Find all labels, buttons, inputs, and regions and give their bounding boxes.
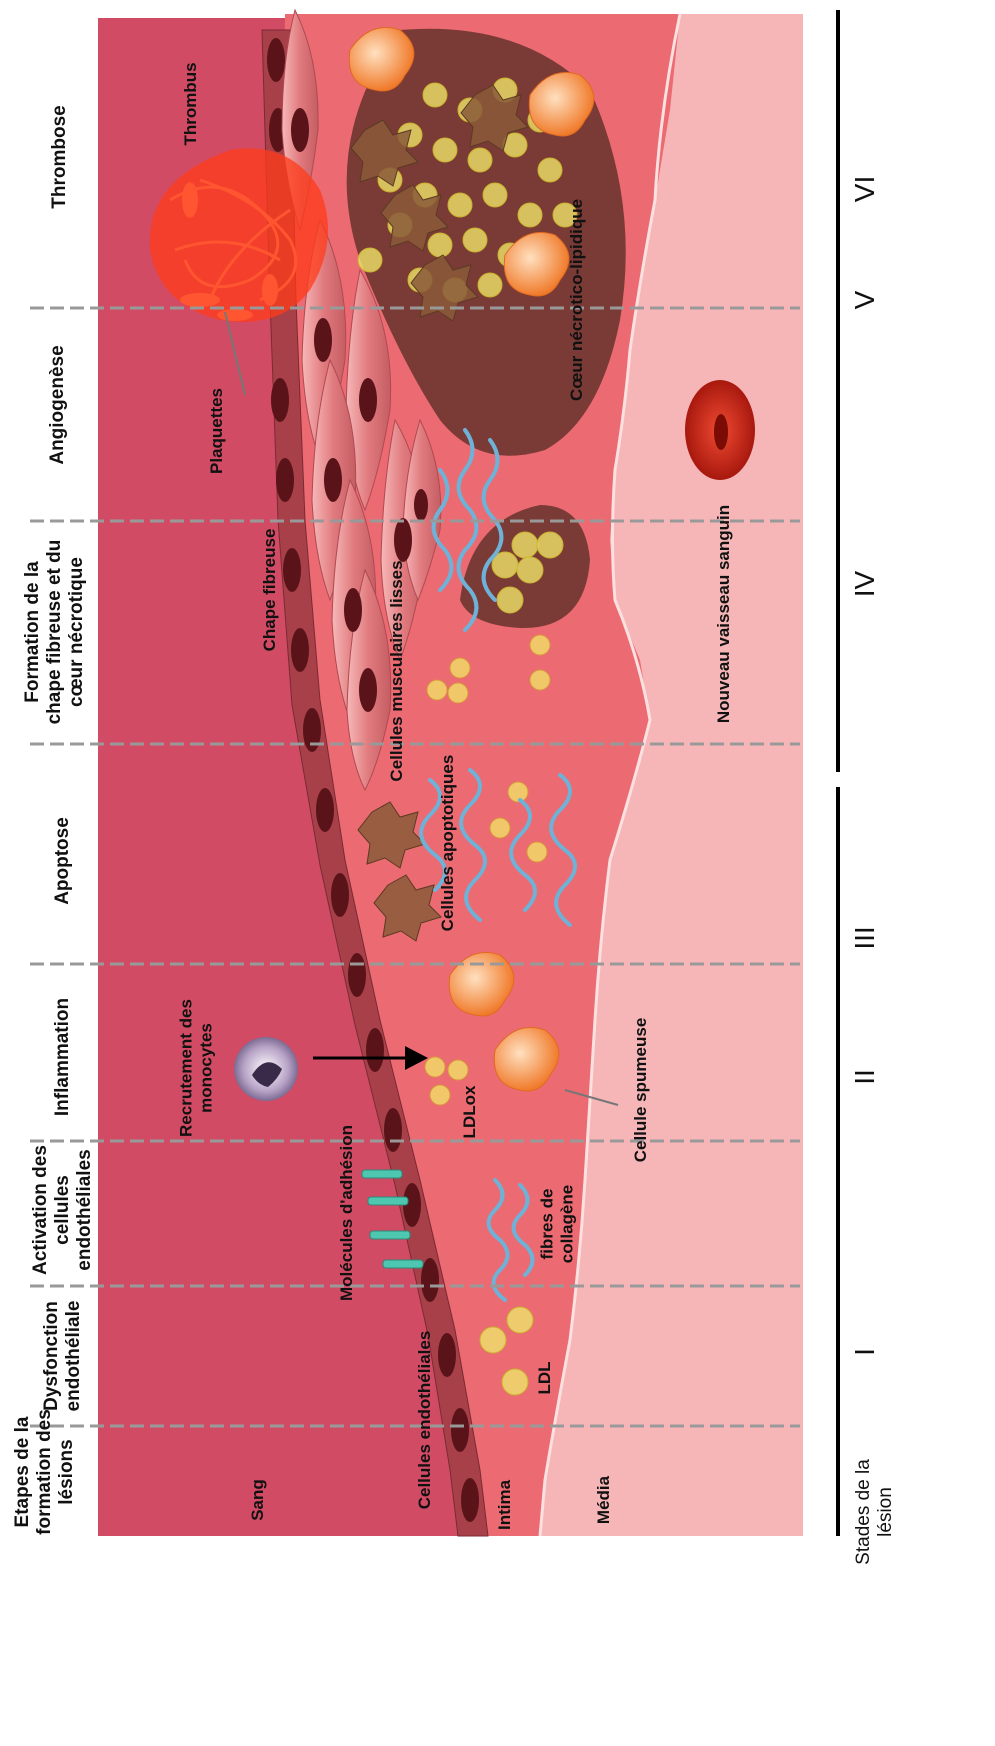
stage-label-angiogenese: Angiogenèse [47, 345, 69, 464]
new-blood-vessel-lumen [714, 414, 728, 450]
roman-v: V [849, 291, 881, 310]
roman-i: I [849, 1348, 881, 1356]
label-recrutement-monocytes: Recrutement des monocytes [176, 983, 215, 1153]
layer-label-intima: Intima [495, 1480, 515, 1530]
label-plaquettes: Plaquettes [207, 388, 227, 474]
label-chape-fibreuse: Chape fibreuse [260, 529, 280, 652]
stage-label-thrombose: Thrombose [49, 105, 71, 208]
layer-label-sang: Sang [248, 1479, 268, 1521]
label-cellules-musculaires: Cellules musculaires lisses [387, 560, 407, 781]
label-molecules-adhesion: Molécules d'adhésion [337, 1125, 357, 1301]
stage-label-apoptose: Apoptose [52, 817, 74, 905]
layer-label-media: Média [594, 1476, 614, 1524]
label-nouveau-vaisseau: Nouveau vaisseau sanguin [714, 505, 734, 723]
label-cellule-spumeuse: Cellule spumeuse [631, 1018, 651, 1163]
stades-header: Stades de la lésion [853, 1447, 897, 1577]
roman-vi: VI [849, 176, 881, 202]
roman-iii: III [849, 926, 881, 949]
label-ldl: LDL [535, 1361, 555, 1394]
roman-iv: IV [849, 571, 881, 597]
stage-label-inflammation: Inflammation [52, 998, 74, 1116]
label-cellules-apoptotiques: Cellules apoptotiques [438, 755, 458, 932]
monocyte [234, 1037, 298, 1101]
roman-ii: II [849, 1069, 881, 1085]
stage-label-activation: Activation des cellules endothéliales [30, 1135, 96, 1285]
stage-label-dysfonction: Dysfonction endothéliale [41, 1281, 85, 1431]
label-cellules-endotheliales: Cellules endothéliales [415, 1331, 435, 1510]
label-fibres-collagene: fibres de collagène [537, 1169, 576, 1279]
label-coeur-necrotique: Cœur nécrotico-lipidique [567, 199, 587, 401]
stage-label-formation: Formation de la chape fibreuse et du cœu… [22, 532, 88, 732]
label-ldlox: LDLox [460, 1086, 480, 1139]
label-thrombus: Thrombus [181, 62, 201, 145]
